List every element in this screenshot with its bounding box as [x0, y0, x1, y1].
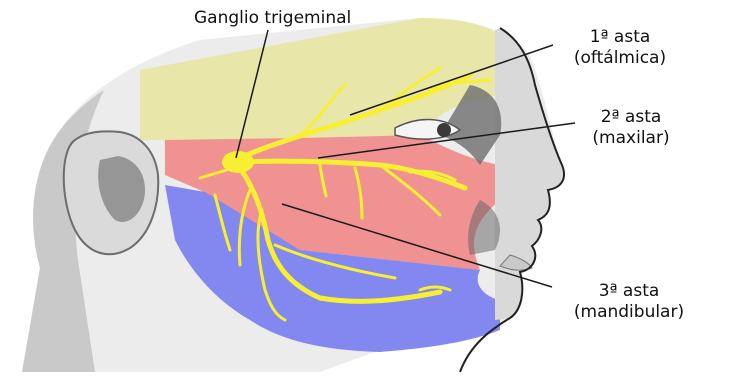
label-ganglion: Ganglio trigeminal: [194, 8, 351, 29]
label-v1: 1ª asta (oftálmica): [566, 27, 674, 69]
label-v2-line2: (maxilar): [586, 128, 676, 149]
label-v2: 2ª asta (maxilar): [586, 107, 676, 149]
label-v1-line1: 1ª asta: [566, 27, 674, 48]
label-v3-line2: (mandibular): [564, 302, 694, 323]
label-ganglion-text: Ganglio trigeminal: [194, 8, 351, 29]
label-v1-line2: (oftálmica): [566, 48, 674, 69]
label-v3: 3ª asta (mandibular): [564, 281, 694, 323]
eye-pupil: [437, 123, 451, 137]
label-v3-line1: 3ª asta: [564, 281, 694, 302]
label-v2-line1: 2ª asta: [586, 107, 676, 128]
face-profile: [495, 28, 564, 320]
